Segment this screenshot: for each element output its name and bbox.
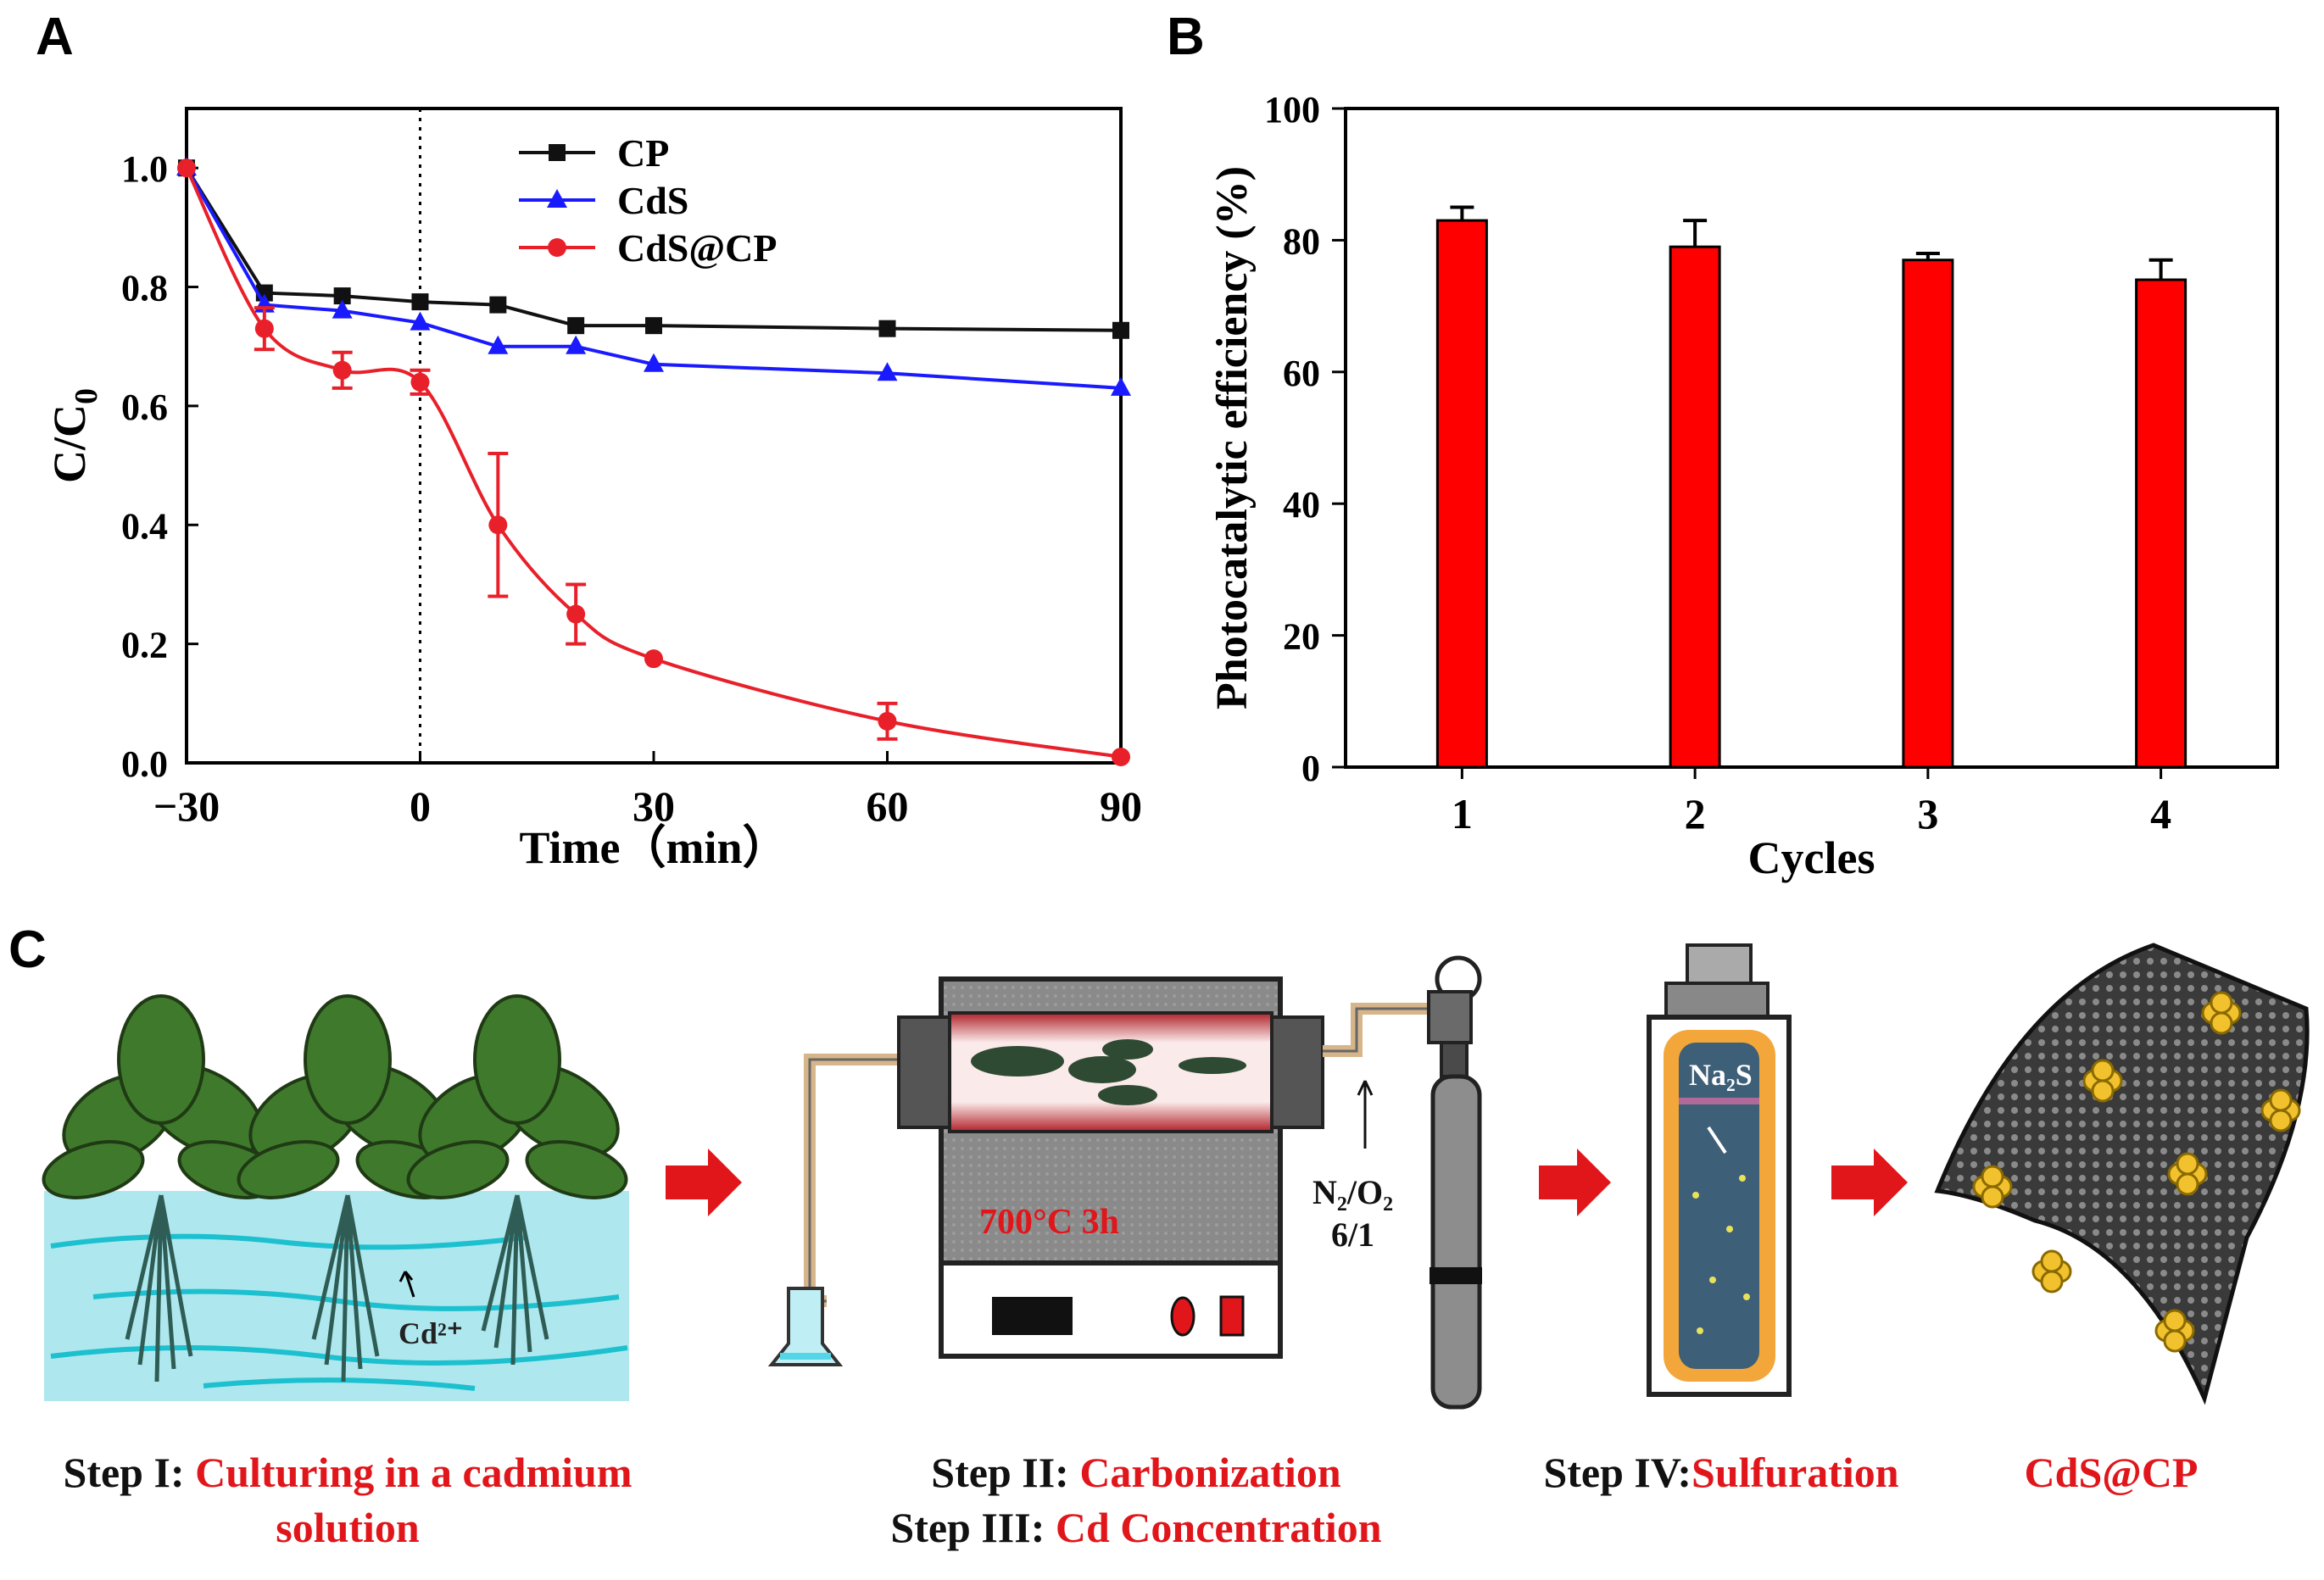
process-arrow-1 — [666, 1149, 742, 1216]
data-point-marker — [488, 335, 509, 354]
series-cds — [176, 157, 1131, 396]
y-tick-label: 1.0 — [121, 148, 168, 190]
data-point-marker — [877, 362, 898, 381]
x-axis-title: Cycles — [1748, 832, 1875, 883]
furnace-temperature-label: 700°C 3h — [979, 1203, 1119, 1242]
process-arrow-3 — [1831, 1149, 1908, 1216]
x-tick-label: 90 — [1100, 782, 1142, 830]
step-1-prefix: Step I: — [63, 1449, 196, 1496]
product-text: CdS@CP — [2024, 1449, 2199, 1496]
step-1-caption: Step I: Culturing in a cadmium solution — [25, 1445, 670, 1555]
step-3-text: Cd Concentration — [1055, 1504, 1382, 1551]
x-tick-label: 1 — [1452, 790, 1473, 837]
data-point-marker — [332, 299, 353, 319]
legend-label: CdS — [617, 179, 688, 222]
y-tick-label: 0 — [1301, 748, 1320, 789]
data-point-marker — [644, 649, 663, 669]
step-2-3-caption: Step II: Carbonization Step III: Cd Conc… — [839, 1445, 1433, 1555]
data-point-marker — [411, 293, 429, 311]
bar-cycle-3 — [1902, 259, 1954, 769]
y-tick-label: 0.8 — [121, 268, 168, 309]
x-tick-label: 0 — [410, 782, 431, 830]
bar-cycle-4 — [2135, 278, 2187, 769]
y-axis-title: Photocatalytic efficiency (%) — [1208, 166, 1257, 709]
data-point-marker — [549, 144, 566, 161]
data-point-marker — [644, 353, 664, 372]
y-tick-label: 40 — [1283, 484, 1320, 526]
step-4-caption: Step IV:Sulfuration — [1518, 1445, 1925, 1500]
step-1-text-line2: solution — [276, 1504, 420, 1551]
bar-cycle-2 — [1669, 245, 1721, 769]
step-4-text: Sulfuration — [1691, 1449, 1899, 1496]
data-point-marker — [1111, 376, 1131, 396]
legend-label: CP — [617, 131, 669, 175]
y-axis-title: C/C0 — [44, 388, 104, 483]
data-point-marker — [333, 287, 351, 305]
bar-cycle-1 — [1435, 219, 1488, 769]
panel-label-b: B — [1167, 8, 1205, 66]
y-tick-label: 0.0 — [121, 743, 168, 785]
sulfuration-vessel: Na₂S — [1647, 943, 1792, 1397]
cd-ion-label: Cd²⁺ — [398, 1316, 463, 1350]
y-tick-label: 20 — [1283, 616, 1320, 658]
x-tick-label: 4 — [2150, 790, 2171, 837]
plants-in-cadmium-solution: Cd²⁺ — [42, 994, 629, 1401]
series-cds-cp — [177, 159, 1130, 766]
y-tick-label: 100 — [1264, 89, 1320, 131]
gas-cylinder — [1427, 955, 1482, 1410]
y-tick-label: 0.2 — [121, 625, 168, 666]
cds-carbon-sheet — [1934, 943, 2310, 1405]
data-point-marker — [567, 317, 585, 335]
panel-label-a: A — [36, 8, 74, 66]
data-point-marker — [1112, 321, 1129, 339]
data-point-marker — [488, 515, 508, 535]
error-bar — [1450, 205, 1474, 221]
x-tick-label: 60 — [867, 782, 909, 830]
plot-frame — [1344, 107, 2279, 769]
data-point-marker — [254, 319, 274, 338]
x-tick-label: −30 — [153, 782, 220, 830]
panel-label-c: C — [8, 921, 47, 979]
data-point-marker — [566, 604, 586, 624]
data-point-marker — [878, 711, 897, 731]
x-axis-title: Time（min） — [519, 822, 788, 873]
step-3-prefix: Step III: — [890, 1504, 1056, 1551]
x-tick-label: 30 — [633, 782, 675, 830]
data-point-marker — [410, 311, 431, 331]
series-line — [185, 167, 1122, 759]
process-arrow-2 — [1539, 1149, 1611, 1216]
step-2-prefix: Step II: — [931, 1449, 1080, 1496]
step-4-prefix: Step IV: — [1543, 1449, 1692, 1496]
data-point-marker — [177, 159, 196, 178]
data-point-marker — [878, 320, 896, 337]
y-tick-label: 60 — [1283, 353, 1320, 394]
step-2-text: Carbonization — [1079, 1449, 1341, 1496]
y-tick-label: 80 — [1283, 220, 1320, 262]
tube-furnace: 700°C 3h N₂/O₂ 6/1 — [767, 976, 1433, 1366]
data-point-marker — [1112, 747, 1130, 766]
data-point-marker — [548, 238, 566, 257]
y-tick-label: 0.6 — [121, 387, 168, 428]
data-point-marker — [566, 335, 587, 354]
data-point-marker — [489, 296, 507, 314]
data-point-marker — [410, 372, 430, 392]
data-point-marker — [547, 189, 567, 208]
x-tick-label: 3 — [1917, 790, 1938, 837]
x-tick-label: 2 — [1685, 790, 1706, 837]
data-point-marker — [332, 360, 352, 380]
product-caption: CdS@CP — [1976, 1445, 2247, 1500]
error-bar — [2148, 258, 2173, 281]
y-tick-label: 0.4 — [121, 505, 168, 547]
data-point-marker — [645, 317, 662, 335]
synthesis-schematic: Cd²⁺ 700°C 3h N₂/O₂ 6/1 — [42, 943, 2310, 1410]
sodium-sulfide-label: Na₂S — [1689, 1058, 1753, 1092]
gas-ratio-label-line2: 6/1 — [1331, 1216, 1374, 1254]
step-1-text: Culturing in a cadmium — [195, 1449, 633, 1496]
error-bar — [1915, 251, 1940, 260]
gas-ratio-label-line1: N₂/O₂ — [1312, 1173, 1393, 1211]
error-bar — [1683, 219, 1708, 248]
legend-label: CdS@CP — [617, 226, 777, 270]
